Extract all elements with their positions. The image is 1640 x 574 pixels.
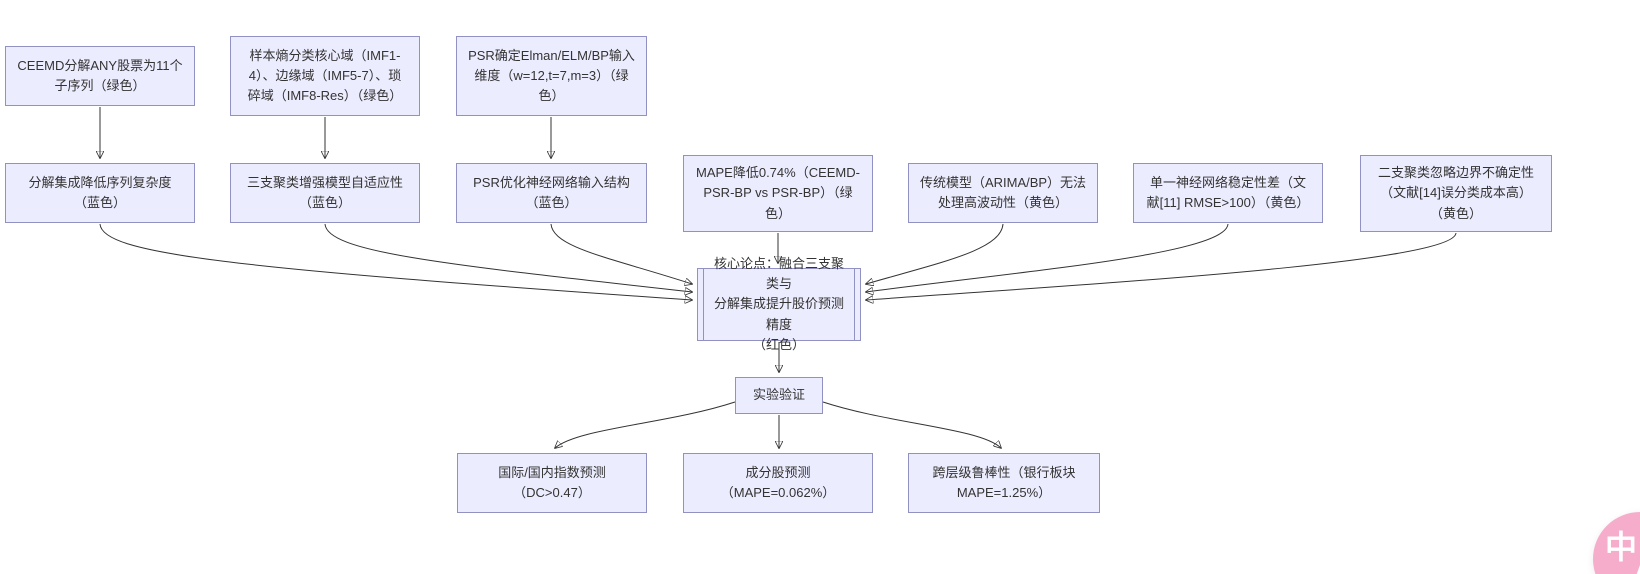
edge-traditional-to-core	[866, 223, 1004, 284]
node-psr-input-structure: PSR优化神经网络输入结构 （蓝色）	[456, 163, 647, 223]
edge-threeway-to-core	[324, 223, 692, 292]
node-decomposition-complexity: 分解集成降低序列复杂度 （蓝色）	[5, 163, 195, 223]
node-constituent-stock-forecast: 成分股预测 （MAPE=0.062%）	[683, 453, 873, 513]
node-experiment-validation: 实验验证	[735, 377, 823, 414]
node-traditional-model-limit: 传统模型（ARIMA/BP）无法 处理高波动性（黄色）	[908, 163, 1098, 223]
node-single-nn-unstable: 单一神经网络稳定性差（文 献[11] RMSE>100）（黄色）	[1133, 163, 1323, 223]
edge-experiment-to-index	[555, 401, 736, 448]
node-index-forecast: 国际/国内指数预测 （DC>0.47）	[457, 453, 647, 513]
node-two-way-clustering-limit: 二支聚类忽略边界不确定性 （文献[14]误分类成本高） （黄色）	[1360, 155, 1552, 232]
node-psr-input-dimension: PSR确定Elman/ELM/BP输入 维度（w=12,t=7,m=3）（绿 色…	[456, 36, 647, 116]
node-ceemd-decompose: CEEMD分解ANY股票为11个 子序列（绿色）	[5, 46, 195, 106]
node-cross-level-robustness: 跨层级鲁棒性（银行板块 MAPE=1.25%）	[908, 453, 1100, 513]
node-mape-reduction: MAPE降低0.74%（CEEMD- PSR-BP vs PSR-BP）（绿 色…	[683, 155, 873, 232]
node-sample-entropy: 样本熵分类核心域（IMF1- 4）、边缘域（IMF5-7）、琐 碎域（IMF8-…	[230, 36, 420, 116]
node-core-thesis: 核心论点：融合三支聚类与 分解集成提升股价预测精度 （红色）	[697, 256, 861, 352]
edge-experiment-to-robustness	[822, 401, 1001, 448]
edge-singlenn-to-core	[866, 223, 1229, 292]
translate-zh-icon: 中	[1605, 529, 1638, 565]
node-three-way-clustering: 三支聚类增强模型自适应性 （蓝色）	[230, 163, 420, 223]
translate-button[interactable]: 中 A	[1593, 512, 1640, 574]
edge-twoway-to-core	[866, 232, 1457, 300]
edge-psrstruct-to-core	[550, 223, 692, 284]
edge-decomp-to-core	[99, 223, 692, 300]
translate-a-icon: A	[1633, 552, 1640, 574]
